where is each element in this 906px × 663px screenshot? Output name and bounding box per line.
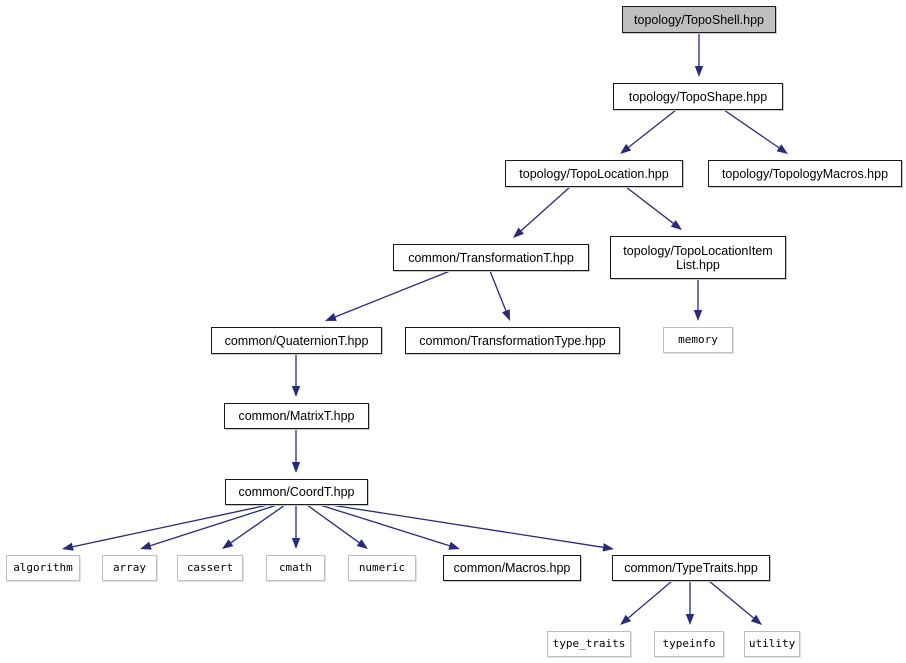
edge-arrowhead (356, 539, 368, 549)
graph-node-macros[interactable]: common/Macros.hpp (443, 555, 581, 581)
edge-arrowhead (448, 541, 460, 550)
graph-edge-coordt-to-algorithm (62, 504, 269, 551)
graph-edge-typetraits-to-utility (708, 580, 762, 625)
graph-node-matrixt[interactable]: common/MatrixT.hpp (224, 403, 369, 429)
graph-edge-coordt-to-numeric (306, 504, 368, 549)
graph-edge-coordt-to-macros (319, 504, 460, 550)
edge-line (319, 504, 450, 547)
edge-arrowhead (291, 386, 301, 397)
edge-arrowhead (750, 614, 762, 625)
graph-node-label: cmath (278, 561, 313, 574)
graph-edge-transformationt-to-quaterniont (325, 270, 451, 321)
edge-line (489, 270, 507, 312)
edge-line (334, 270, 451, 318)
graph-node-label: common/TransformationT.hpp (408, 250, 574, 265)
edge-line (150, 504, 278, 547)
graph-edge-matrixt-to-coordt (291, 429, 301, 473)
edge-arrowhead (602, 543, 614, 552)
edge-arrowhead (620, 614, 632, 625)
graph-node-label: topology/TopoLocationItem List.hpp (623, 243, 773, 272)
graph-node-label: topology/TopoShape.hpp (628, 89, 768, 104)
edge-arrowhead (694, 66, 704, 77)
graph-node-topolocation[interactable]: topology/TopoLocation.hpp (505, 160, 683, 187)
graph-node-label: typeinfo (662, 637, 716, 650)
graph-node-label: memory (678, 333, 718, 346)
graph-node-numeric[interactable]: numeric (348, 555, 416, 581)
graph-node-coordt[interactable]: common/CoordT.hpp (225, 479, 368, 505)
edge-line (306, 504, 360, 544)
graph-node-label: array (112, 561, 147, 574)
graph-node-topolocationitem[interactable]: topology/TopoLocationItem List.hpp (610, 236, 786, 279)
edge-line (708, 580, 754, 619)
graph-node-label: common/MatrixT.hpp (238, 409, 355, 423)
graph-edge-topolocationitem-to-memory (693, 279, 703, 321)
edge-line (625, 186, 674, 224)
graph-node-label: topology/TopologyMacros.hpp (721, 166, 889, 181)
edge-arrowhead (325, 313, 337, 321)
graph-edge-coordt-to-cmath (291, 505, 301, 549)
graph-node-label: common/TypeTraits.hpp (624, 561, 758, 575)
graph-node-algorithm[interactable]: algorithm (6, 555, 80, 581)
graph-node-quaterniont[interactable]: common/QuaternionT.hpp (211, 327, 382, 354)
graph-node-label: utility (748, 637, 796, 650)
edge-line (72, 504, 269, 548)
graph-node-label: topology/TopoShell.hpp (634, 12, 764, 27)
graph-node-topologymacros[interactable]: topology/TopologyMacros.hpp (708, 160, 902, 187)
edge-arrowhead (620, 143, 632, 154)
graph-node-cassert[interactable]: cassert (177, 555, 243, 581)
graph-edge-transformationt-to-transformationtype (489, 270, 510, 321)
graph-edge-topolocation-to-transformationt (513, 186, 571, 238)
graph-node-label: common/TransformationType.hpp (419, 333, 606, 348)
edge-line (330, 504, 604, 548)
graph-node-label: type_traits (552, 637, 626, 650)
graph-node-label: common/QuaternionT.hpp (224, 333, 369, 348)
edge-line (520, 186, 571, 232)
graph-edge-toposhape-to-topolocation (620, 109, 677, 154)
edge-arrowhead (513, 227, 524, 238)
graph-node-utility[interactable]: utility (744, 631, 800, 657)
graph-edge-coordt-to-cassert (222, 504, 286, 549)
graph-node-toposhell[interactable]: topology/TopoShell.hpp (622, 6, 776, 33)
edge-arrowhead (140, 541, 152, 550)
edge-arrowhead (776, 144, 788, 154)
graph-node-type_traits[interactable]: type_traits (547, 631, 631, 657)
graph-node-label: algorithm (13, 561, 73, 574)
graph-edge-toposhell-to-toposhape (694, 33, 704, 77)
graph-node-label: cassert (186, 561, 234, 574)
edge-line (628, 109, 677, 148)
graph-node-label: numeric (358, 561, 406, 574)
graph-node-transformationt[interactable]: common/TransformationT.hpp (393, 244, 589, 271)
edge-line (230, 504, 286, 544)
graph-edge-coordt-to-typetraits (330, 504, 614, 552)
graph-node-typetraits[interactable]: common/TypeTraits.hpp (612, 555, 770, 581)
edge-arrowhead (291, 462, 301, 473)
graph-edge-typetraits-to-typeinfo (685, 581, 695, 625)
graph-node-array[interactable]: array (102, 555, 157, 581)
graph-node-toposhape[interactable]: topology/TopoShape.hpp (613, 83, 783, 110)
graph-edge-quaterniont-to-matrixt (291, 354, 301, 397)
graph-node-label: common/CoordT.hpp (238, 485, 355, 499)
graph-edge-typetraits-to-type_traits (620, 580, 673, 625)
edge-arrowhead (222, 539, 234, 549)
edge-arrowhead (685, 614, 695, 625)
graph-node-memory[interactable]: memory (663, 327, 733, 353)
edge-arrowhead (291, 538, 301, 549)
edge-arrowhead (670, 219, 682, 230)
graph-node-transformationtype[interactable]: common/TransformationType.hpp (405, 327, 620, 354)
graph-node-label: topology/TopoLocation.hpp (519, 166, 669, 181)
edge-arrowhead (62, 542, 74, 551)
graph-node-typeinfo[interactable]: typeinfo (654, 631, 724, 657)
graph-node-cmath[interactable]: cmath (266, 555, 325, 581)
graph-edge-topolocation-to-topolocationitem (625, 186, 682, 230)
edge-arrowhead (693, 310, 703, 321)
graph-node-label: common/Macros.hpp (453, 561, 571, 575)
edge-line (723, 109, 780, 149)
graph-edge-toposhape-to-topologymacros (723, 109, 788, 154)
edge-line (627, 580, 673, 619)
graph-edge-coordt-to-array (140, 504, 278, 550)
edge-arrowhead (502, 309, 510, 321)
